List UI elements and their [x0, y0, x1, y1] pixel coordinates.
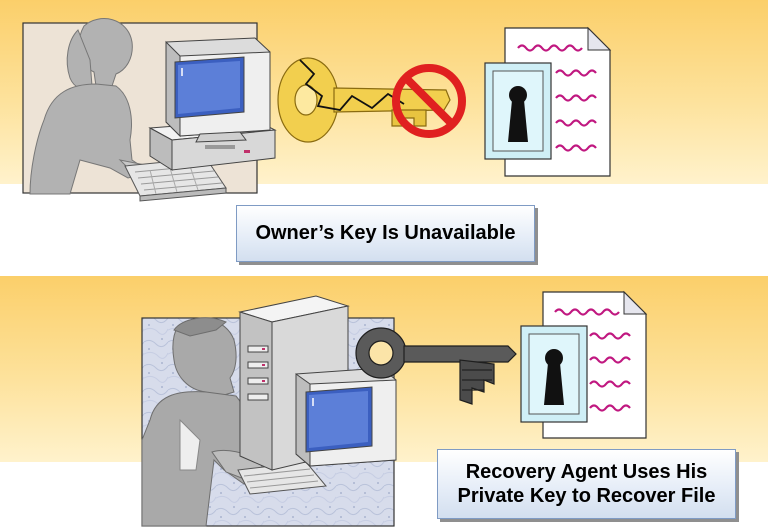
- recovery-caption-line-1: Recovery Agent Uses His: [465, 460, 708, 483]
- recovery-key-icon: [355, 327, 517, 405]
- prohibited-icon: [392, 64, 466, 138]
- recovery-agent-caption: Recovery Agent Uses His Private Key to R…: [437, 449, 736, 519]
- recovered-document-icon: [520, 290, 648, 439]
- agent-monitor-icon: [295, 367, 397, 468]
- owner-caption-text: Owner’s Key Is Unavailable: [255, 222, 516, 245]
- monitor-icon: [165, 37, 271, 143]
- recovery-caption-line-2: Private Key to Recover File: [457, 485, 716, 507]
- owner-scene: [22, 18, 612, 202]
- owner-key-unavailable-caption: Owner’s Key Is Unavailable: [236, 205, 535, 262]
- encrypted-document-icon: [484, 26, 612, 177]
- recovery-agent-scene: [141, 290, 648, 527]
- agent-keyboard-icon: [237, 461, 327, 495]
- owner-person-icon: [29, 18, 162, 195]
